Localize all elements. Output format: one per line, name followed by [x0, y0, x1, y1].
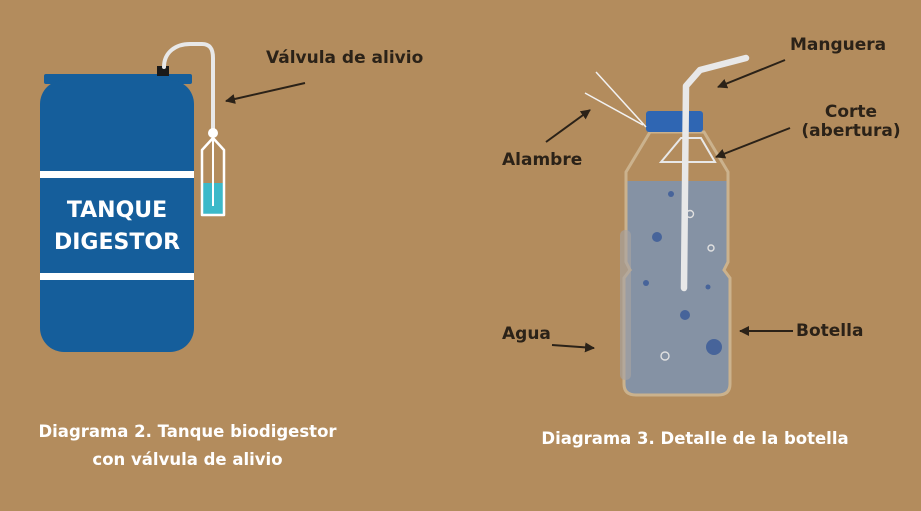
tank-stripe-bottom [40, 273, 194, 280]
bottle-hose [680, 54, 750, 292]
bubble [705, 284, 711, 290]
bottle-label: Botella [796, 321, 864, 341]
tank-stripe-top [40, 171, 194, 178]
bottle-water [624, 181, 730, 395]
tank-body [40, 80, 194, 352]
bubble [680, 310, 690, 320]
bottle-outline [622, 130, 732, 397]
wire-strand [595, 71, 647, 128]
relief-valve [200, 128, 226, 217]
tank-text-line1: TANQUE [66, 198, 168, 223]
tank-text-line2: DIGESTOR [53, 230, 181, 255]
valve-vessel [200, 136, 226, 217]
valve-hose [162, 42, 215, 134]
bubble [707, 244, 715, 252]
bubble [706, 339, 722, 355]
hose-label: Manguera [790, 35, 887, 55]
bottle-cut-opening [658, 137, 717, 163]
bubble [643, 280, 649, 286]
tank-cap [157, 66, 169, 76]
water-label: Agua [502, 324, 551, 344]
water-arrow [551, 342, 595, 353]
valve-arrow [225, 82, 306, 104]
cut-label-line2: (abertura) [801, 121, 901, 141]
wire-label: Alambre [502, 150, 583, 170]
valve-label: Válvula de alivio [266, 48, 424, 68]
bottle-cap [646, 111, 703, 132]
hose-arrow [717, 59, 786, 89]
digester-tank [40, 66, 194, 352]
bubble [668, 191, 674, 197]
diagram3-caption: Diagrama 3. Detalle de la botella [541, 429, 849, 448]
wire-strand [584, 92, 644, 126]
cut-label-line1: Corte [824, 102, 878, 122]
diagram2-caption-line1: Diagrama 2. Tanque biodigestor [38, 422, 337, 441]
wire [584, 71, 647, 128]
cut-arrow [715, 127, 791, 159]
bubble [652, 232, 662, 242]
valve-connector [208, 128, 218, 138]
diagram2-caption-line2: con válvula de alivio [92, 450, 283, 469]
bottle-highlight [620, 230, 631, 380]
bubble [660, 351, 670, 361]
bottle [620, 54, 750, 397]
wire-arrow [545, 109, 591, 143]
